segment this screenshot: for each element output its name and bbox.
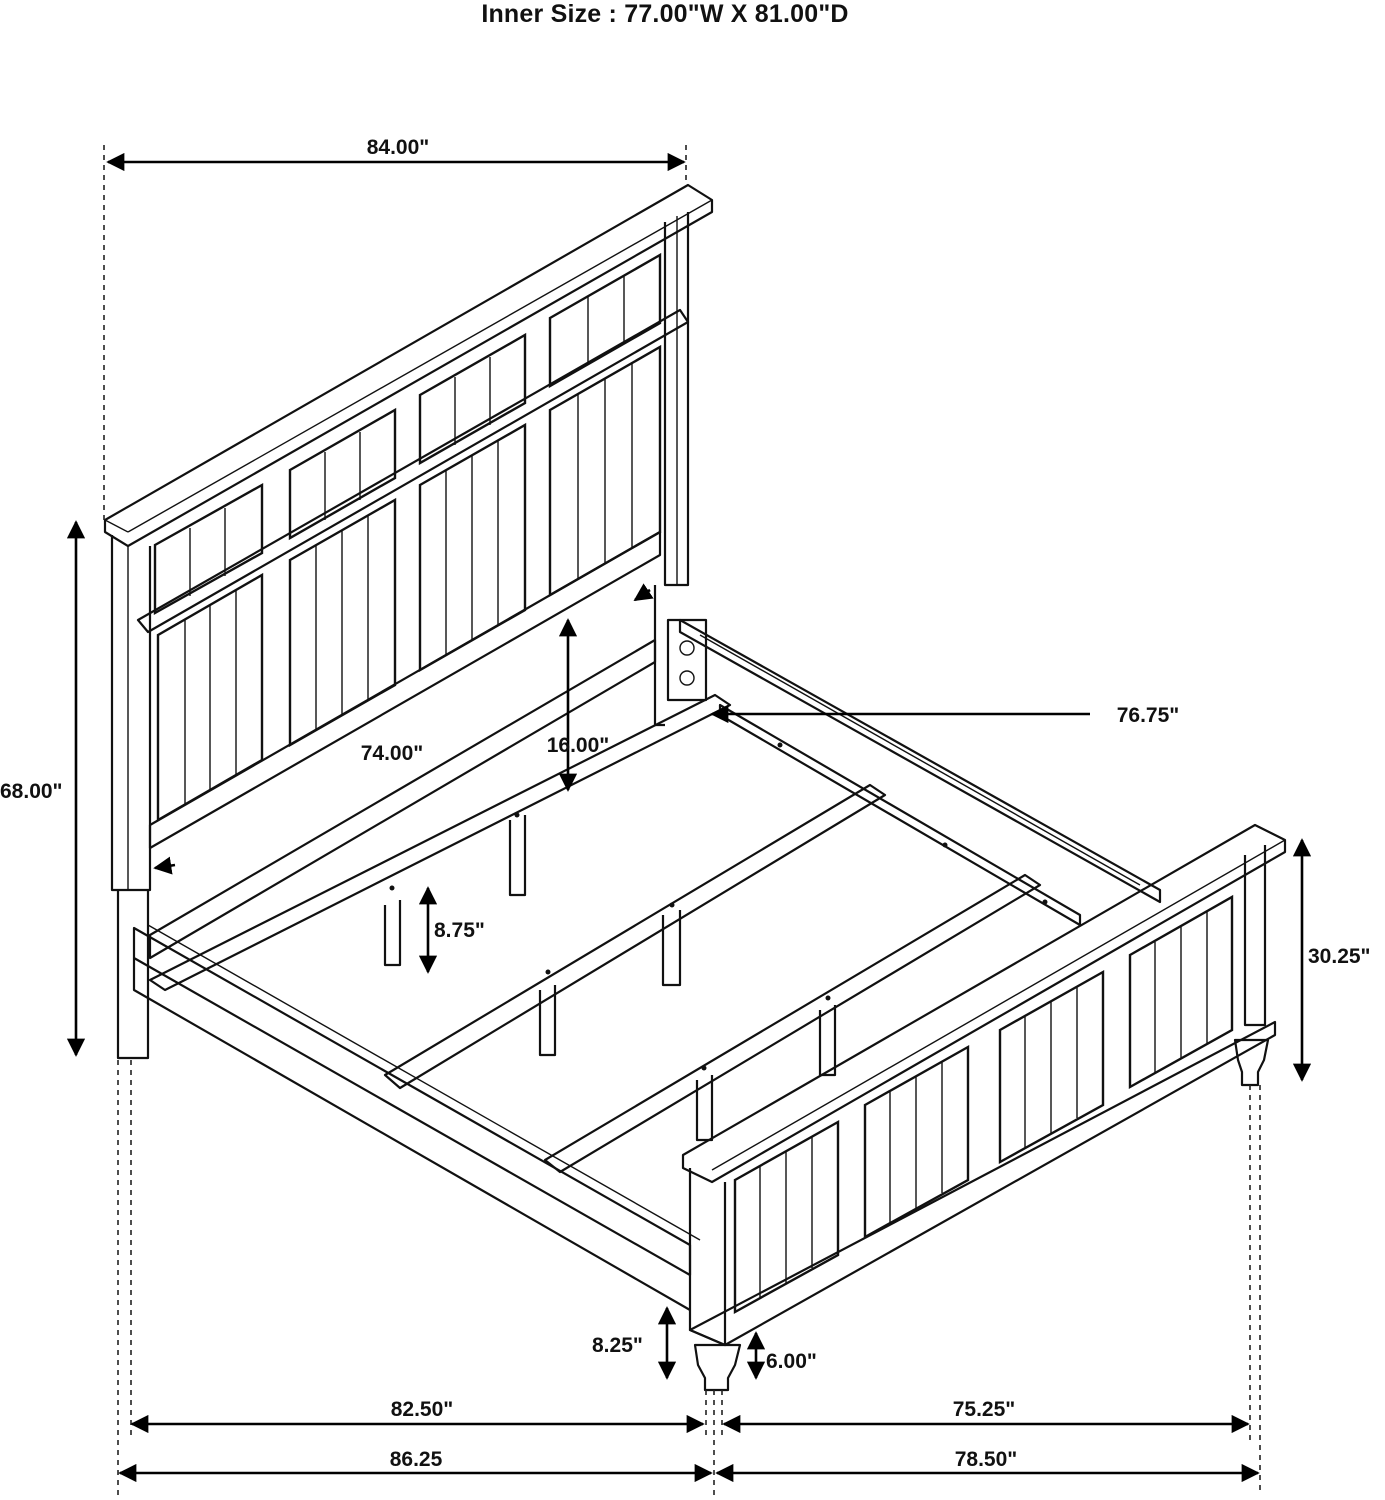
label-foot-width-inner: 75.25" [953,1398,1016,1421]
dimension-arrows [66,152,1312,1483]
label-side-length-outer: 86.25 [390,1448,443,1471]
label-headboard-width: 84.00" [367,136,430,159]
extension-lines [103,145,1261,1495]
label-headboard-gap: 16.00" [547,734,610,757]
headboard [103,183,714,1060]
footboard [681,823,1287,1392]
label-rail-clearance: 8.25" [592,1334,643,1357]
label-headboard-panel-width: 74.00" [361,742,424,765]
label-side-length-inner: 82.50" [391,1398,454,1421]
diagram-title: Inner Size : 77.00"W X 81.00"D [481,0,849,28]
label-footboard-height: 30.25" [1308,945,1371,968]
bed-frame [132,618,1162,1311]
label-slat-support-height: 8.75" [434,919,485,942]
label-headboard-height: 68.00" [0,780,63,803]
label-rail-inner-width: 76.75" [1117,704,1180,727]
label-leg-height: 6.00" [766,1350,817,1373]
label-foot-width-outer: 78.50" [955,1448,1018,1471]
dimension-labels: 84.00" 68.00" 74.00" 16.00" 76.75" 8.75"… [0,136,1371,1471]
